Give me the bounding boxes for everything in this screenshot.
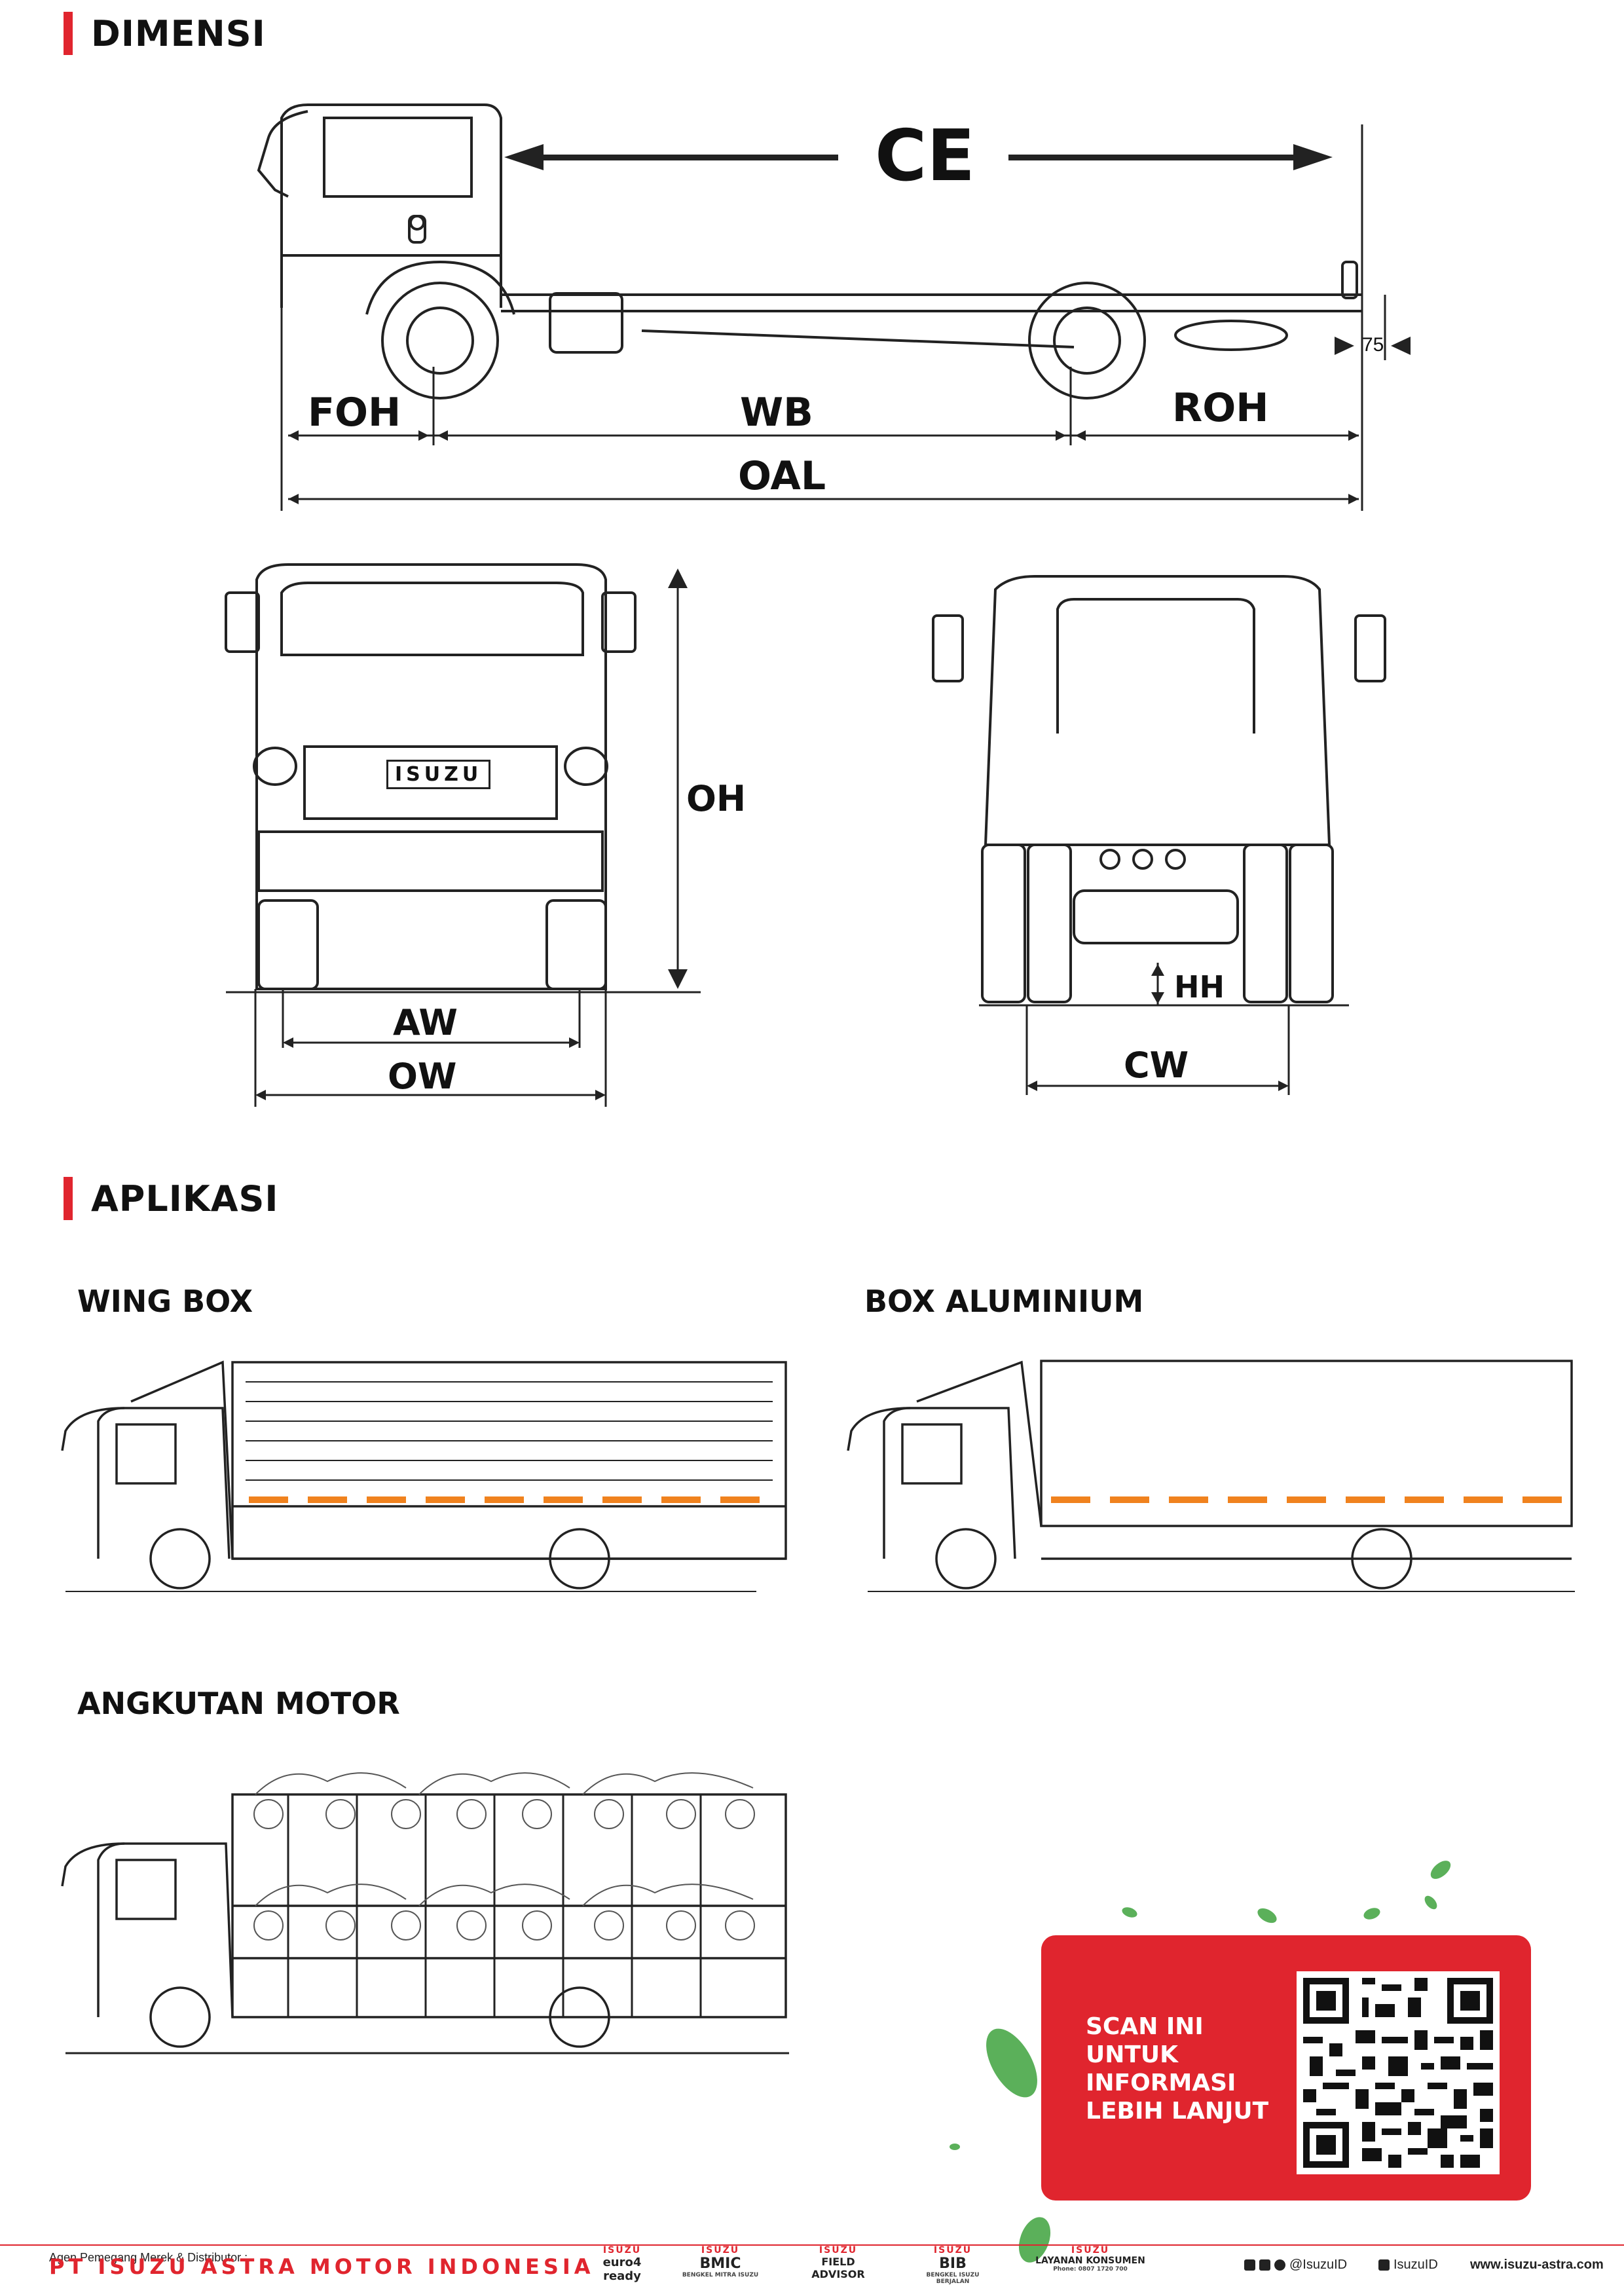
app-label-angkutan-motor: ANGKUTAN MOTOR [77, 1686, 400, 1721]
social-links[interactable]: @IsuzuID [1244, 2257, 1347, 2273]
side-view-chassis-drawing [257, 103, 1411, 511]
logo-sub: BENGKEL ISUZU BERJALAN [926, 2272, 980, 2285]
label-roh: ROH [1172, 385, 1269, 431]
app-label-box-aluminium: BOX ALUMINIUM [864, 1284, 1144, 1319]
logo-top: ISUZU [819, 2245, 858, 2256]
logo-main: euro4 ready [602, 2256, 642, 2283]
footer-divider [0, 2244, 1624, 2246]
label-aw: AW [393, 1002, 458, 1043]
footer-company-name: PT ISUZU ASTRA MOTOR INDONESIA [49, 2254, 595, 2279]
qr-cta-line: INFORMASI [1086, 2070, 1236, 2096]
qr-panel: SCAN INI UNTUK INFORMASI LEBIH LANJUT [1041, 1935, 1531, 2201]
logo-top: ISUZU [701, 2245, 740, 2256]
footer-agent-label: Agen Pemegang Merek & Distributor : [49, 2251, 248, 2264]
youtube-icon [1378, 2259, 1390, 2271]
label-oal: OAL [738, 453, 826, 499]
app-label-wing-box: WING BOX [77, 1284, 253, 1319]
logo-main: BIB [939, 2256, 967, 2272]
logo-field-advisor[interactable]: ISUZU FIELD ADVISOR [799, 2245, 877, 2280]
section-title-aplikasi: APLIKASI [91, 1178, 279, 1219]
logo-top: ISUZU [602, 2245, 642, 2256]
qr-cta-line: SCAN INI [1086, 2013, 1204, 2040]
youtube-link[interactable]: IsuzuID [1378, 2257, 1438, 2273]
section-header-dimensi: DIMENSI [64, 12, 266, 55]
label-ow: OW [388, 1056, 457, 1097]
logo-top: ISUZU [933, 2245, 972, 2256]
logo-euro4[interactable]: ISUZU euro4 ready [593, 2245, 652, 2283]
logo-sub: BENGKEL MITRA ISUZU [682, 2272, 759, 2278]
logo-main: BMIC [699, 2256, 741, 2272]
qr-cta-line: LEBIH LANJUT [1086, 2098, 1269, 2125]
label-rear-gap: 75 [1362, 334, 1384, 356]
qr-cta-text: SCAN INI UNTUK INFORMASI LEBIH LANJUT [1086, 2013, 1268, 2125]
section-header-aplikasi: APLIKASI [64, 1177, 279, 1220]
logo-top: ISUZU [1071, 2245, 1110, 2256]
logo-main: LAYANAN KONSUMEN [1035, 2256, 1145, 2266]
facebook-icon[interactable] [1244, 2259, 1255, 2271]
grille-brand: ISUZU [386, 760, 491, 789]
social-handle: @IsuzuID [1289, 2257, 1348, 2272]
label-hh: HH [1174, 969, 1225, 1005]
qr-cta-line: UNTUK [1086, 2041, 1179, 2068]
twitter-icon[interactable] [1259, 2259, 1270, 2271]
section-accent-bar [64, 12, 73, 55]
logo-bib[interactable]: ISUZU BIB BENGKEL ISUZU BERJALAN [913, 2245, 992, 2285]
logo-sub: Phone: 0807 1720 700 [1053, 2266, 1128, 2273]
logo-main: FIELD ADVISOR [811, 2256, 865, 2280]
section-title-dimensi: DIMENSI [91, 12, 266, 54]
logo-layanan-konsumen[interactable]: ISUZU LAYANAN KONSUMEN Phone: 0807 1720 … [1031, 2245, 1149, 2273]
front-view-drawing [225, 563, 701, 1107]
instagram-icon[interactable] [1274, 2259, 1285, 2271]
label-foh: FOH [308, 390, 401, 436]
label-wb: WB [740, 390, 813, 436]
logo-bmic[interactable]: ISUZU BMIC BENGKEL MITRA ISUZU [678, 2245, 763, 2278]
label-ce: CE [875, 115, 976, 197]
rear-view-drawing [932, 575, 1386, 1095]
youtube-handle: IsuzuID [1393, 2257, 1438, 2272]
qr-code[interactable] [1297, 1971, 1500, 2174]
section-accent-bar [64, 1177, 73, 1220]
label-cw: CW [1124, 1045, 1189, 1086]
label-oh: OH [686, 778, 747, 819]
website-link[interactable]: www.isuzu-astra.com [1470, 2257, 1604, 2272]
